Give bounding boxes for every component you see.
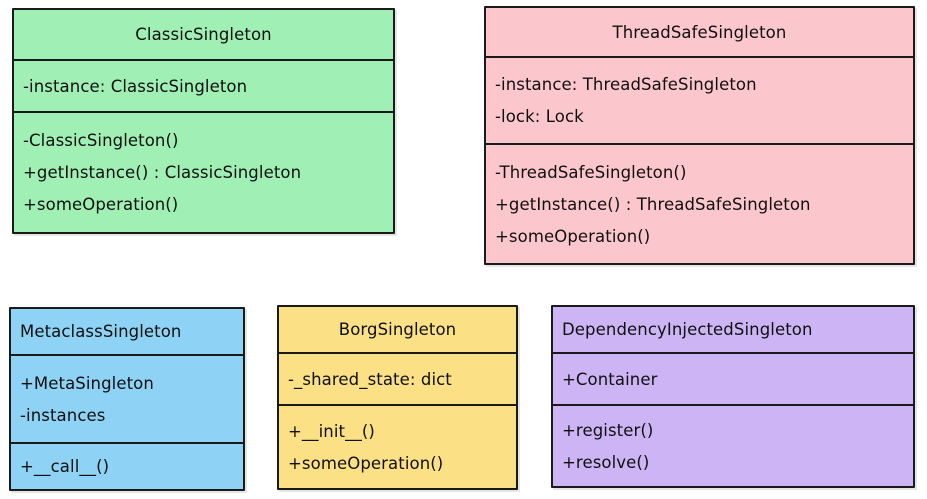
class-title: DependencyInjectedSingleton [562,320,813,339]
class-title: ThreadSafeSingleton [612,22,787,42]
operation-item: +getInstance() : ClassicSingleton [23,163,302,182]
class-box-thread-safe-singleton[interactable]: ThreadSafeSingleton -instance: ThreadSaf… [484,6,915,265]
attributes-compartment: +Container [553,352,913,404]
operation-item: +getInstance() : ThreadSafeSingleton [495,194,811,214]
class-box-classic-singleton[interactable]: ClassicSingleton -instance: ClassicSingl… [12,8,395,234]
attributes-compartment: +MetaSingleton -instances [11,354,243,442]
attributes-compartment: -instance: ThreadSafeSingleton -lock: Lo… [486,56,913,143]
class-name-compartment: MetaclassSingleton [11,309,243,354]
attribute-item: -instance: ThreadSafeSingleton [495,75,757,94]
operation-item: +__init__() [288,421,375,441]
class-title: MetaclassSingleton [20,322,182,341]
class-name-compartment: ThreadSafeSingleton [486,8,913,56]
operation-item: +__call__() [20,457,110,476]
class-box-metaclass-singleton[interactable]: MetaclassSingleton +MetaSingleton -insta… [9,307,245,491]
operation-item: +someOperation() [495,226,651,246]
class-title: ClassicSingleton [135,25,272,44]
operation-item: +resolve() [562,452,650,472]
attributes-compartment: -_shared_state: dict [279,352,516,404]
operation-item: +register() [562,420,654,440]
attribute-item: -_shared_state: dict [288,369,452,389]
class-name-compartment: ClassicSingleton [14,10,393,59]
attribute-item: -lock: Lock [495,107,584,126]
operations-compartment: +register() +resolve() [553,404,913,486]
operations-compartment: +__call__() [11,442,243,489]
class-title: BorgSingleton [338,320,457,339]
attribute-item: +MetaSingleton [20,373,154,393]
operations-compartment: -ThreadSafeSingleton() +getInstance() : … [486,143,913,263]
attribute-item: -instances [20,405,106,425]
class-box-dependency-injected-singleton[interactable]: DependencyInjectedSingleton +Container +… [551,305,915,488]
class-name-compartment: BorgSingleton [279,307,516,352]
operation-item: -ThreadSafeSingleton() [495,162,687,182]
class-name-compartment: DependencyInjectedSingleton [553,307,913,352]
operation-item: -ClassicSingleton() [23,131,179,150]
attribute-item: -instance: ClassicSingleton [23,76,248,96]
operations-compartment: -ClassicSingleton() +getInstance() : Cla… [14,111,393,232]
class-box-borg-singleton[interactable]: BorgSingleton -_shared_state: dict +__in… [277,305,518,490]
attribute-item: +Container [562,369,658,389]
attributes-compartment: -instance: ClassicSingleton [14,59,393,111]
operation-item: +someOperation() [288,453,444,473]
operation-item: +someOperation() [23,195,179,214]
operations-compartment: +__init__() +someOperation() [279,404,516,488]
